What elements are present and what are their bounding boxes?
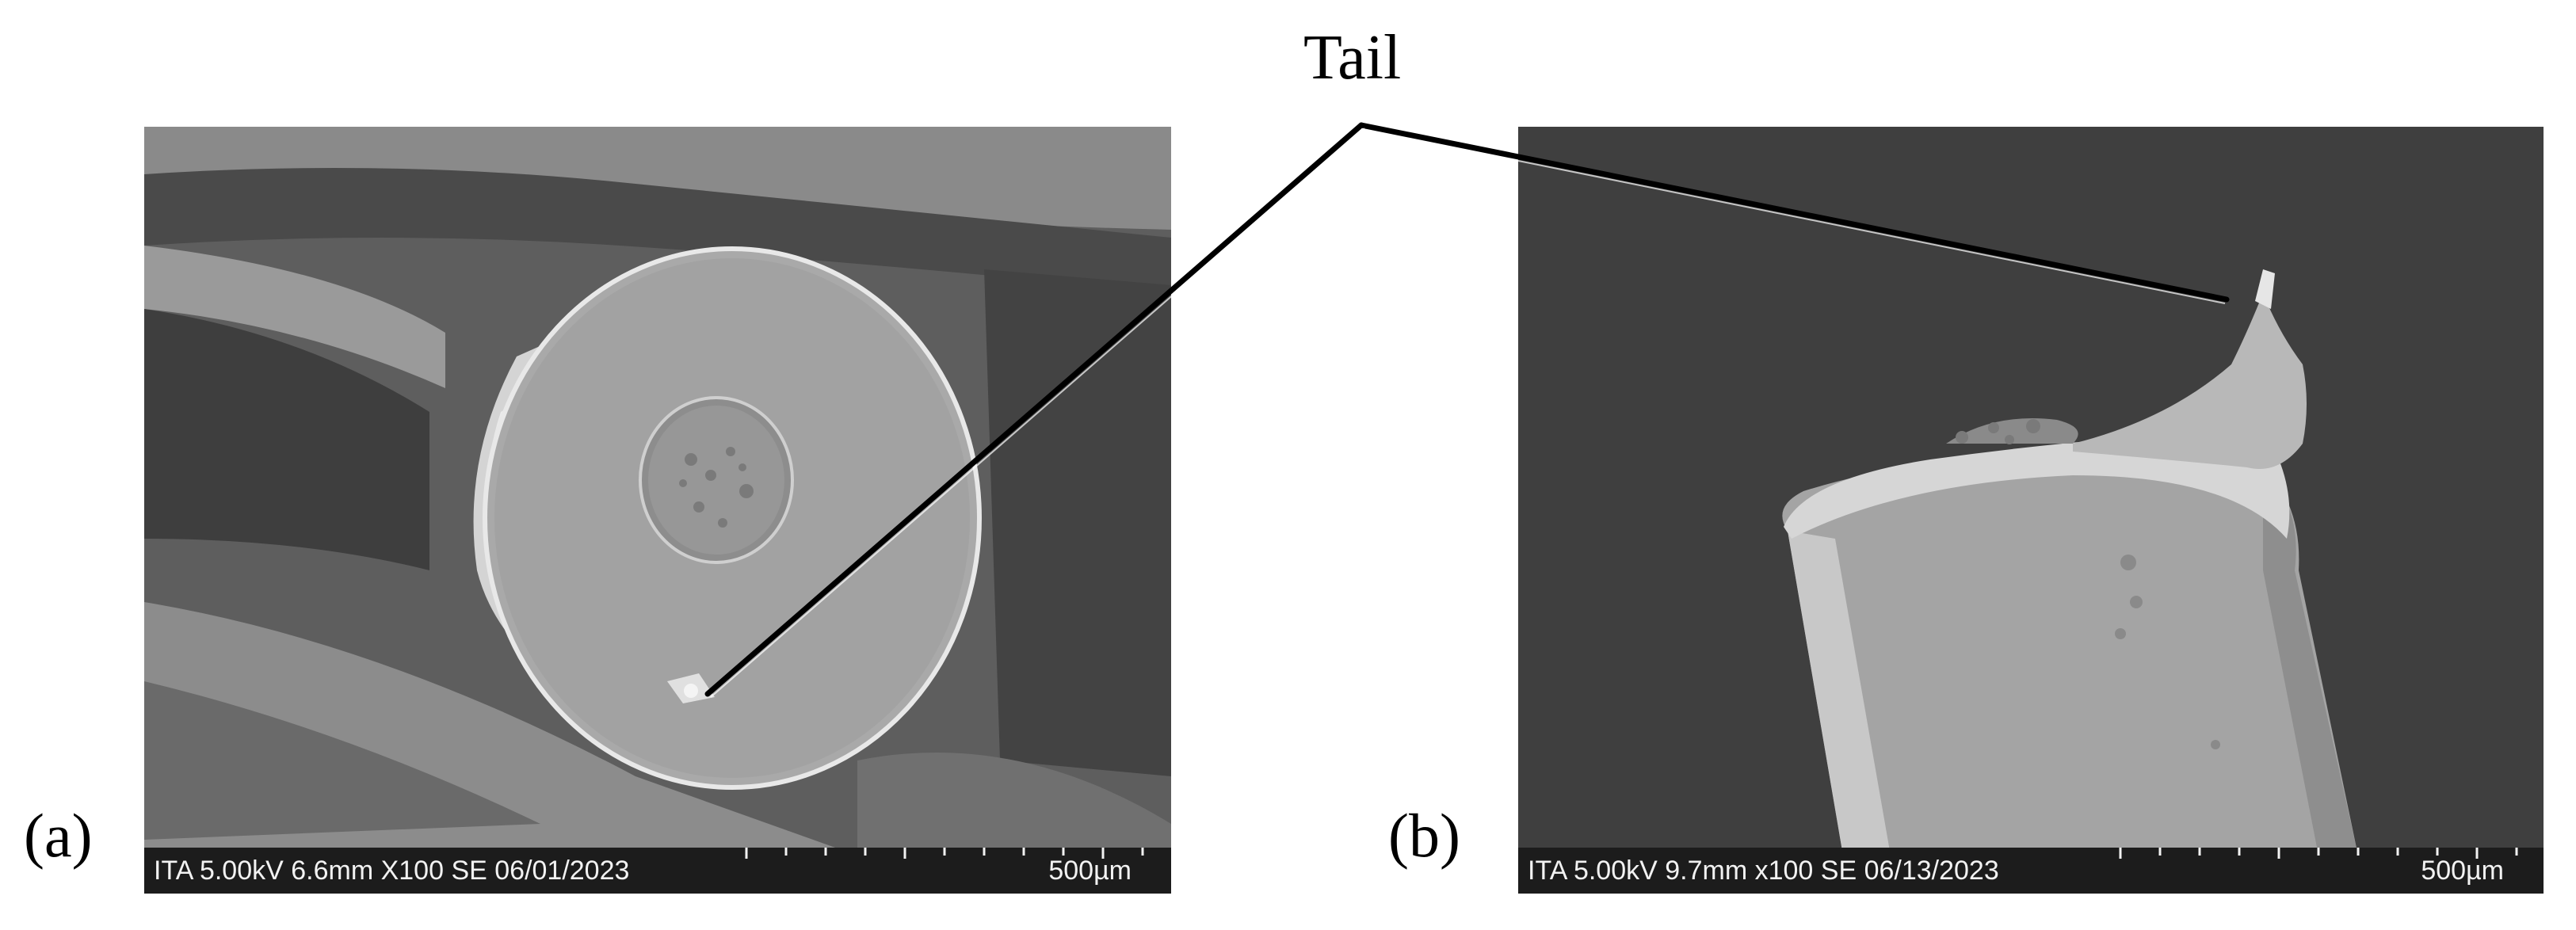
tail-callout-label: Tail xyxy=(1303,23,1402,93)
scale-bar-label-b: 500µm xyxy=(2421,856,2504,886)
panel-label-b: (b) xyxy=(1388,801,1460,870)
sem-micrograph-b xyxy=(1518,127,2544,894)
scale-ticks-b xyxy=(2119,848,2518,859)
sem-metadata-a: ITA 5.00kV 6.6mm X100 SE 06/01/2023 xyxy=(154,856,630,886)
sem-micrograph-a xyxy=(144,127,1171,894)
sem-info-bar-a: ITA 5.00kV 6.6mm X100 SE 06/01/2023 500µ… xyxy=(144,848,1171,894)
scale-ticks-a xyxy=(745,848,1144,859)
sem-image-b: ITA 5.00kV 9.7mm x100 SE 06/13/2023 500µ… xyxy=(1518,127,2544,894)
scale-bar-label-a: 500µm xyxy=(1048,856,1132,886)
panel-label-a: (a) xyxy=(24,801,93,870)
sem-metadata-b: ITA 5.00kV 9.7mm x100 SE 06/13/2023 xyxy=(1528,856,1999,886)
sem-image-a: ITA 5.00kV 6.6mm X100 SE 06/01/2023 500µ… xyxy=(144,127,1171,894)
sem-info-bar-b: ITA 5.00kV 9.7mm x100 SE 06/13/2023 500µ… xyxy=(1518,848,2544,894)
